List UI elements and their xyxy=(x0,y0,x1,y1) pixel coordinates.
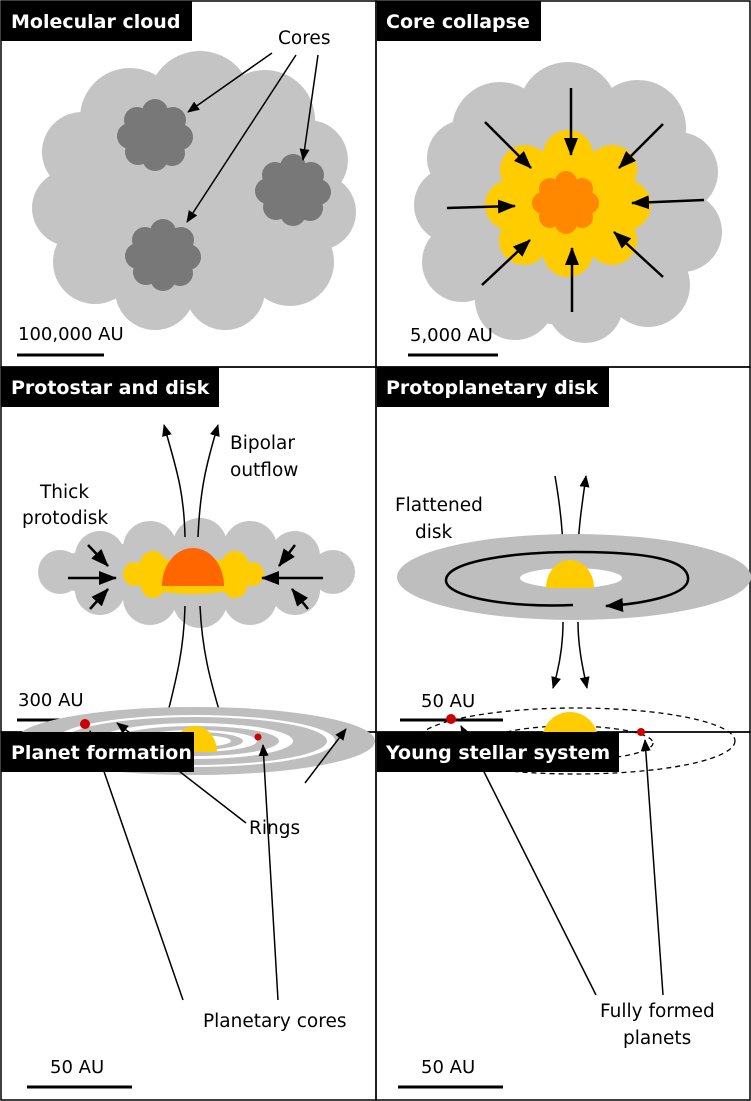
core-3 xyxy=(125,219,201,291)
fully-formed-label-line1: Fully formed xyxy=(600,1001,715,1022)
panel-core-collapse: Core collapse 5,000 AU xyxy=(375,0,751,368)
planet-1 xyxy=(446,714,456,724)
panel-young-stellar-system: Young stellar system Fully formed planet… xyxy=(375,707,751,1101)
scale-label: 5,000 AU xyxy=(410,325,493,346)
central-star xyxy=(546,560,594,588)
panel-title: Protostar and disk xyxy=(11,377,210,399)
panel-border xyxy=(0,731,377,1101)
outflow-bottom-arrows xyxy=(551,621,590,689)
panel-title: Planet formation xyxy=(11,742,192,764)
rotation-arrow xyxy=(444,550,690,612)
scale-label: 300 AU xyxy=(18,690,84,711)
panel-protostar-disk: Protostar and disk Thick protodisk Bipol… xyxy=(0,366,377,733)
thick-label-line2: protodisk xyxy=(22,508,108,529)
thick-protodisk-shape xyxy=(38,518,355,628)
panel-title: Molecular cloud xyxy=(11,11,180,33)
core-1 xyxy=(117,99,193,171)
bipolar-label-line2: outflow xyxy=(230,460,298,481)
scale-label: 50 AU xyxy=(421,1057,475,1078)
title-bg xyxy=(377,367,609,407)
bipolar-outflow-arrows xyxy=(162,424,224,721)
panel-border xyxy=(375,731,751,1101)
title-bg xyxy=(377,1,541,41)
rings-label: Rings xyxy=(249,818,300,839)
core-2 xyxy=(255,154,331,226)
title-bg xyxy=(1,1,192,41)
compression-arrows xyxy=(68,544,323,610)
panel-molecular-cloud: Molecular cloud Cores 100,000 AU xyxy=(0,0,377,368)
planetary-core-2 xyxy=(254,733,262,741)
pointer-arrows xyxy=(88,722,347,1001)
scale-label: 100,000 AU xyxy=(18,324,124,345)
infall-arrows xyxy=(446,88,705,312)
dense-core xyxy=(532,171,599,234)
scale-label: 50 AU xyxy=(421,691,475,712)
flattened-label-line1: Flattened xyxy=(395,495,483,516)
panel-protoplanetary-disk: Protoplanetary disk Flattened disk 50 AU xyxy=(375,366,751,733)
protostar xyxy=(162,548,224,586)
panel-title: Protoplanetary disk xyxy=(386,377,599,399)
planet-2 xyxy=(637,728,645,736)
panel-title: Core collapse xyxy=(386,11,530,33)
title-bg xyxy=(1,367,219,407)
planetary-core-1 xyxy=(80,719,90,729)
fully-formed-label-line2: planets xyxy=(623,1028,691,1049)
core-arrows xyxy=(186,52,319,223)
panel-planet-formation: Planet formation Rings Planetary cores 5… xyxy=(0,707,377,1101)
flattened-label-line2: disk xyxy=(415,522,453,543)
bipolar-label-line1: Bipolar xyxy=(230,433,295,454)
panel-title: Young stellar system xyxy=(385,742,610,764)
thick-label-line1: Thick xyxy=(39,482,89,503)
title-bg xyxy=(1,732,194,772)
scale-label: 50 AU xyxy=(50,1057,104,1078)
planetary-cores-label: Planetary cores xyxy=(203,1011,346,1032)
cores-label: Cores xyxy=(278,28,330,49)
title-bg xyxy=(377,732,619,772)
